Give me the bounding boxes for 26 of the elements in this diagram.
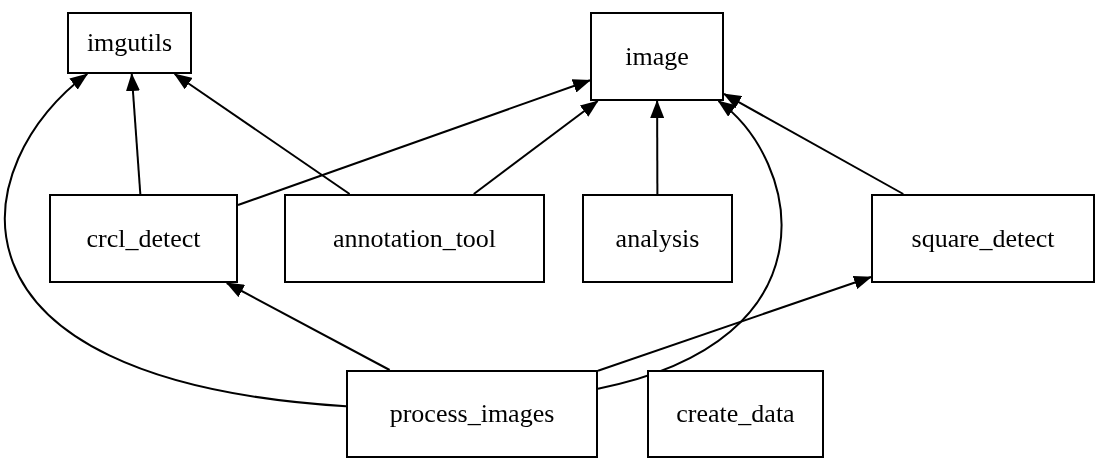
arrow [472,100,599,195]
module-box [871,194,1095,283]
module-box [67,12,192,74]
module-box [647,370,824,458]
arrow [237,79,591,206]
module-name: crcl_detect [86,223,201,254]
arrow [4,73,347,408]
module-name: process_images [389,399,555,429]
module-box [590,12,724,101]
module-name: create_data [676,399,795,429]
module-box [346,370,598,458]
arrow [650,100,665,195]
module-name: analysis [615,223,700,254]
arrow [597,275,872,372]
module-box [49,194,238,283]
module-name: square_detect [911,223,1055,254]
module-box [582,194,733,283]
module-name: imgutils [86,28,173,58]
arrow [173,73,351,195]
module-box [284,194,545,283]
arrow [125,73,142,195]
module-name: annotation_tool [332,223,497,254]
arrow [225,282,391,371]
arrow [597,100,783,390]
arrow [723,92,905,195]
module-name: image [625,41,689,72]
